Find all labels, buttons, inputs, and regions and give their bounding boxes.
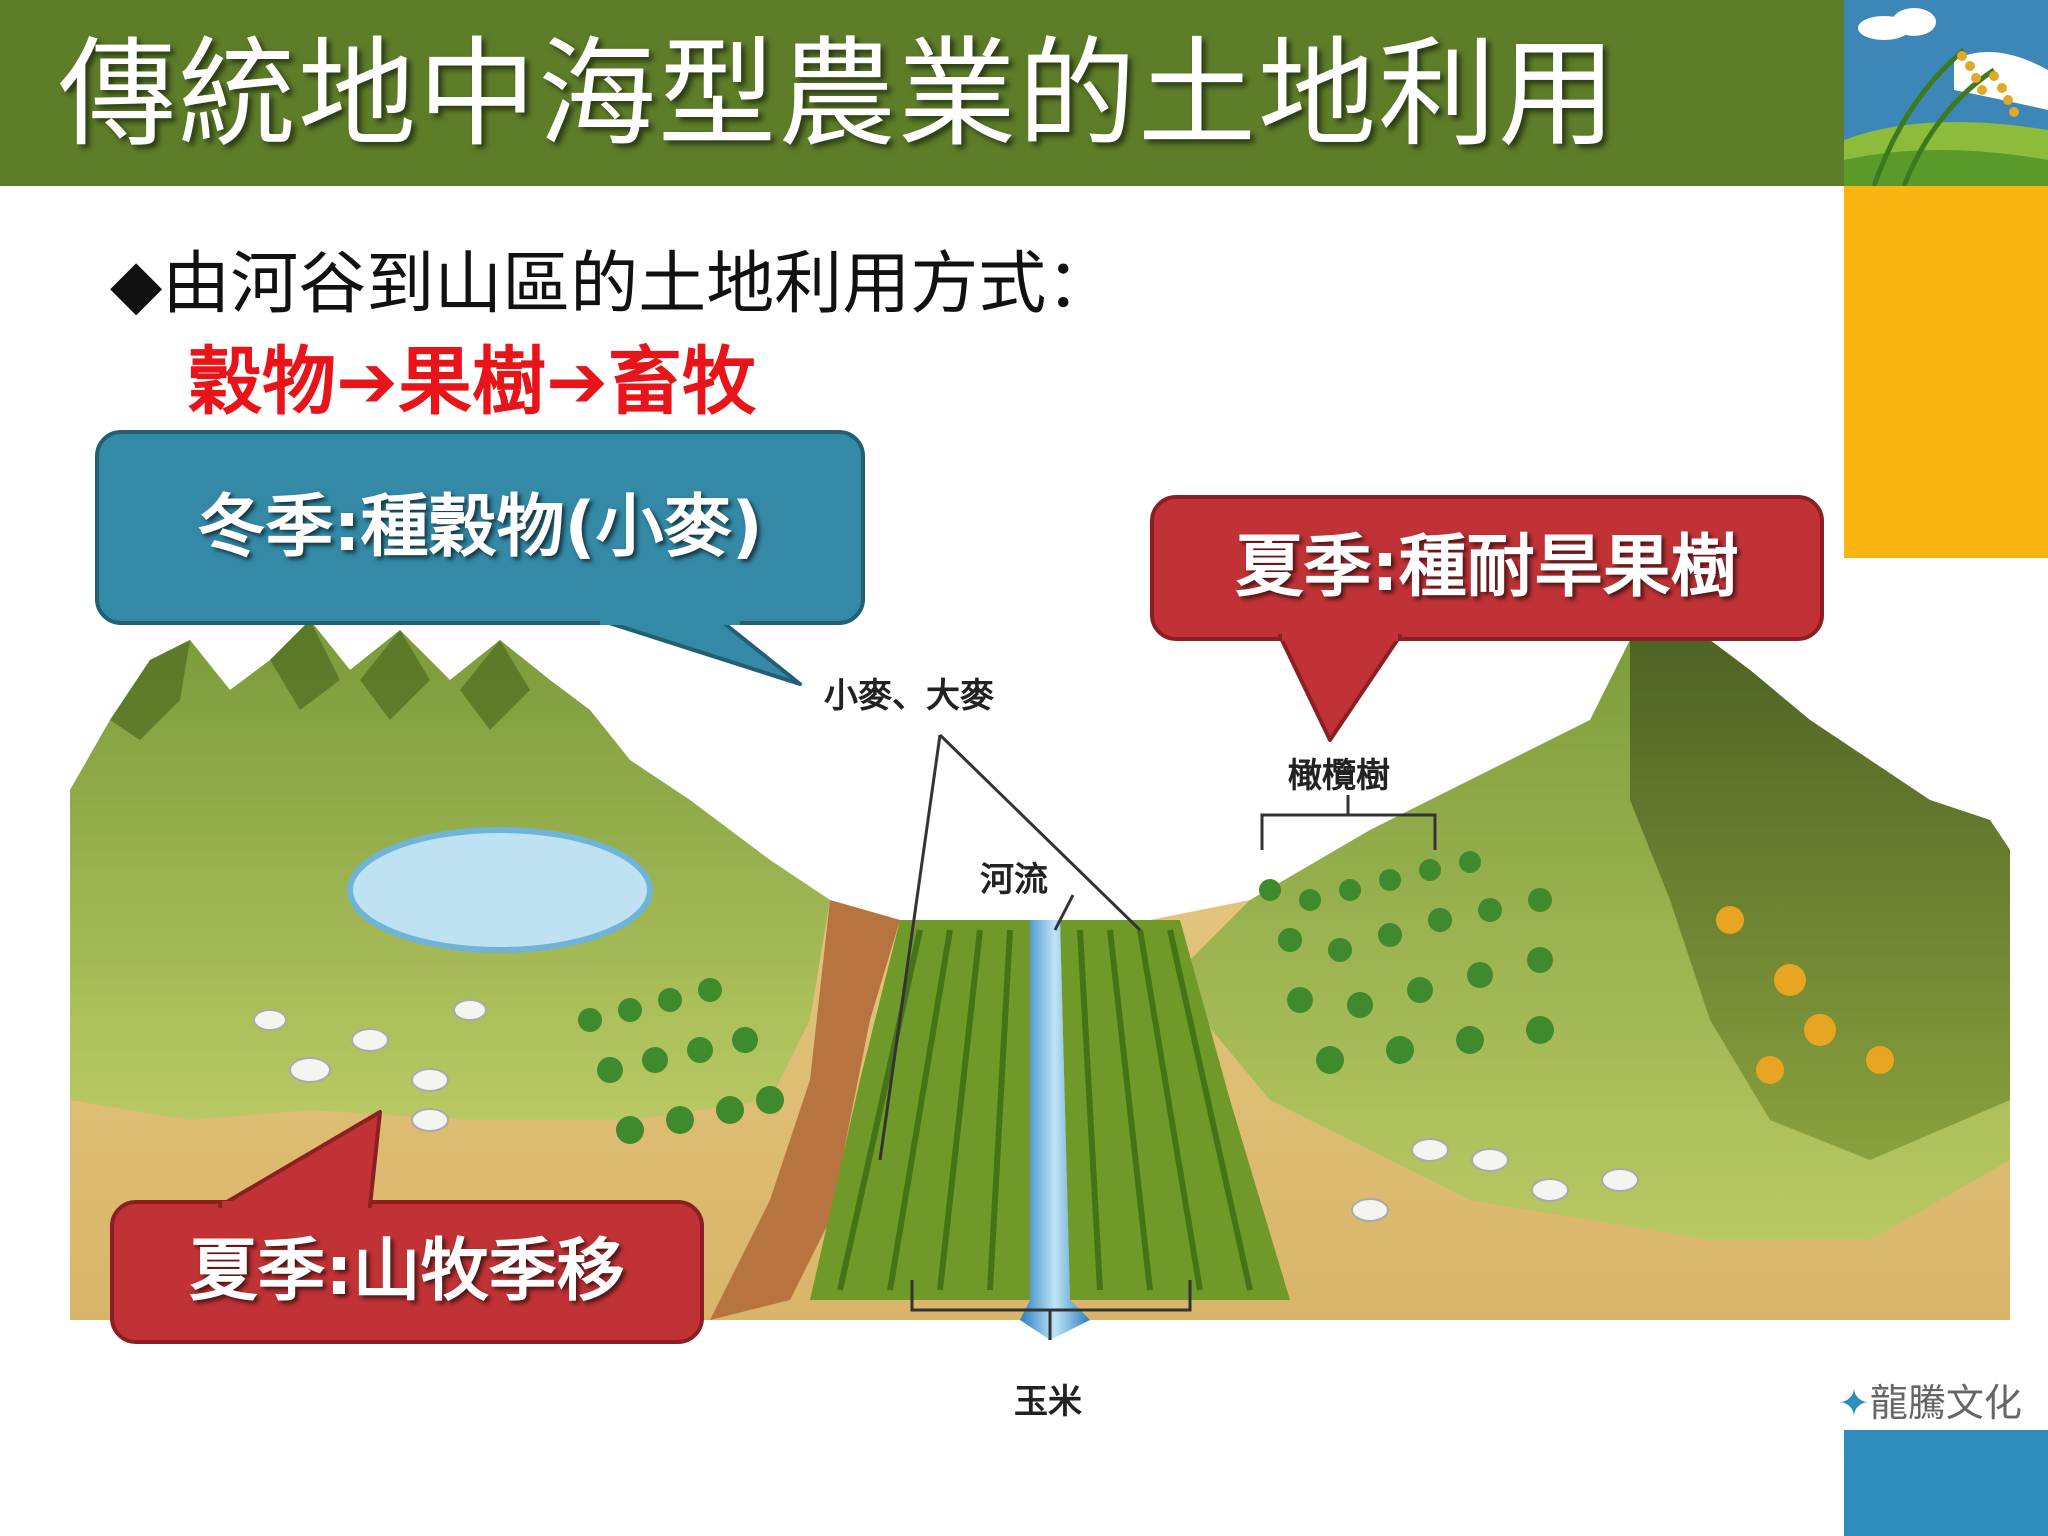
sprout-logo-icon: ✦ (1838, 1381, 1870, 1425)
title-bar (0, 0, 1844, 186)
callout-winter-pointer (600, 618, 802, 686)
arrow-right-icon: ➔ (546, 339, 609, 425)
accent-bar-yellow (1844, 186, 2048, 558)
land-use-sequence: 穀物➔果樹➔畜牧 (188, 322, 756, 429)
rice-field-icon (1844, 0, 2048, 186)
bullet-label: 由河谷到山區的土地利用方式： (162, 245, 1115, 324)
accent-bar-blue (1844, 1430, 2048, 1536)
callout-winter-grain: 冬季:種穀物(小麥) (95, 430, 865, 625)
slide-title: 傳統地中海型農業的土地利用 (58, 25, 1619, 163)
publisher-name: 龍騰文化 (1869, 1381, 2022, 1425)
callout-summer-transhumance: 夏季:山牧季移 (110, 1200, 704, 1344)
sequence-item-fruit: 果樹 (398, 339, 547, 425)
label-olive: 橄欖樹 (1288, 756, 1390, 796)
publisher-logo: ✦龍騰文化 (1838, 1372, 2022, 1427)
callout-summer-fruit-pointer (1278, 634, 1402, 742)
bullet-text: ◆由河谷到山區的土地利用方式： (110, 228, 1114, 327)
sequence-item-grain: 穀物 (188, 339, 336, 425)
valley-land-use-illustration (70, 600, 2010, 1340)
label-corn: 玉米 (1014, 1382, 1082, 1422)
sequence-item-livestock: 畜牧 (608, 339, 757, 425)
label-wheat-barley: 小麥、大麥 (824, 676, 994, 716)
arrow-right-icon: ➔ (336, 339, 399, 425)
callout-summer-fruit: 夏季:種耐旱果樹 (1150, 495, 1824, 641)
label-river: 河流 (980, 860, 1048, 900)
callout-summer-herd-pointer (218, 1110, 382, 1208)
bullet-diamond-icon: ◆ (110, 245, 163, 324)
corner-decoration (1844, 0, 2048, 186)
